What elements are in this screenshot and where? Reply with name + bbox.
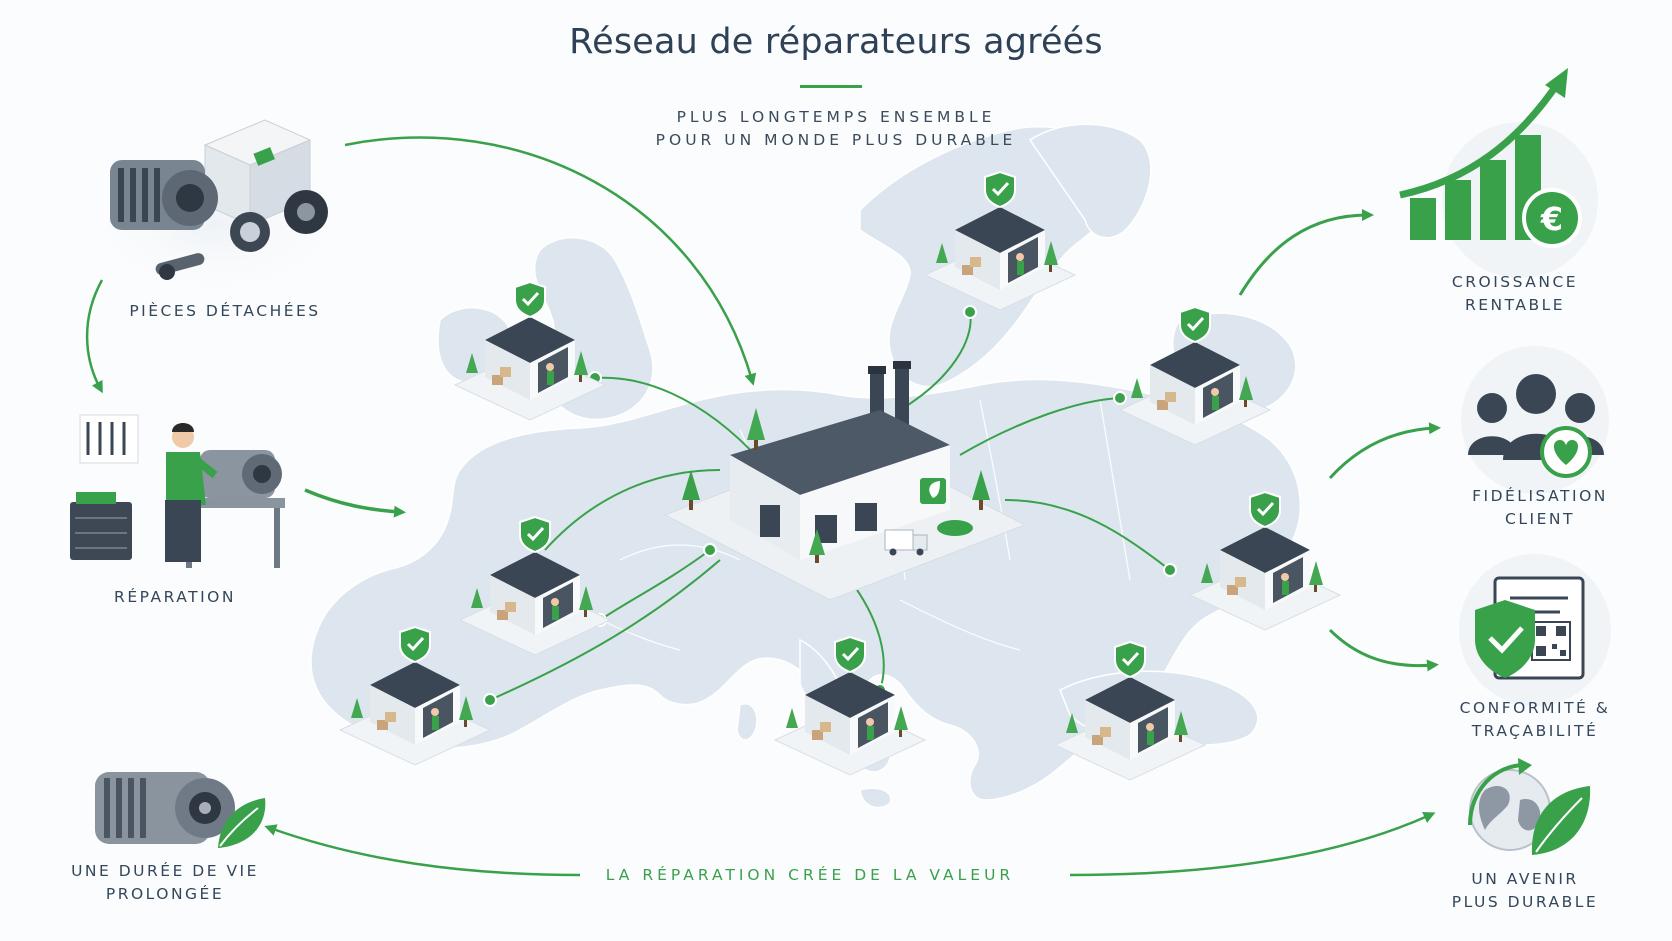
technician-repair-icon (70, 414, 285, 568)
growth-chart-euro-icon: € (1399, 68, 1598, 278)
workshop-group (338, 170, 1342, 781)
certified-workshop-icon (1118, 305, 1272, 446)
label-compliance-traceability: CONFORMITÉ & TRAÇABILITÉ (1459, 699, 1611, 740)
arrow-parts-to-repair (85, 279, 104, 394)
globe-leaf-icon (1468, 758, 1591, 855)
arrow-repair-to-map (304, 488, 406, 518)
label-prolonged-life: UNE DURÉE DE VIE PROLONGÉE (71, 862, 259, 903)
arrow-bottom-left (264, 824, 581, 877)
arrow-parts-to-hub (344, 136, 757, 386)
subtitle-line-2: POUR UN MONDE PLUS DURABLE (655, 131, 1017, 149)
arrow-to-loyalty (1328, 422, 1441, 480)
label-sustainable-future: UN AVENIR PLUS DURABLE (1451, 870, 1599, 911)
certified-workshop-icon (453, 280, 607, 421)
motor-leaf-icon (95, 772, 266, 848)
network-connections (489, 311, 1171, 701)
flow-arrows (85, 136, 1441, 877)
label-customer-loyalty: FIDÉLISATION CLIENT (1472, 487, 1608, 528)
title-divider (800, 85, 862, 88)
arrow-to-compliance (1328, 628, 1439, 672)
label-spare-parts: PIÈCES DÉTACHÉES (129, 302, 321, 320)
subtitle-line-1: PLUS LONGTEMPS ENSEMBLE (676, 108, 996, 126)
certified-workshop-icon (458, 515, 612, 656)
page-title: Réseau de réparateurs agréés (569, 22, 1103, 62)
arrow-bottom-right (1069, 811, 1436, 877)
certified-workshop-icon (773, 635, 927, 776)
certified-workshop-icon (923, 170, 1077, 311)
central-factory-icon (663, 361, 1027, 601)
certificate-shield-qr-icon (1459, 554, 1611, 706)
certified-workshop-icon (1053, 640, 1207, 781)
subtitle: PLUS LONGTEMPS ENSEMBLE POUR UN MONDE PL… (0, 106, 1672, 152)
svg-text:€: € (1540, 200, 1563, 238)
spare-parts-icon (75, 119, 355, 303)
label-repair: RÉPARATION (114, 588, 236, 606)
arrow-to-growth (1238, 209, 1374, 296)
certified-workshop-icon (1188, 490, 1342, 631)
label-profitable-growth: CROISSANCE RENTABLE (1451, 273, 1579, 314)
customers-heart-icon (1461, 346, 1609, 494)
certified-workshop-icon (338, 625, 492, 766)
bottom-message: LA RÉPARATION CRÉE DE LA VALEUR (605, 866, 1015, 884)
